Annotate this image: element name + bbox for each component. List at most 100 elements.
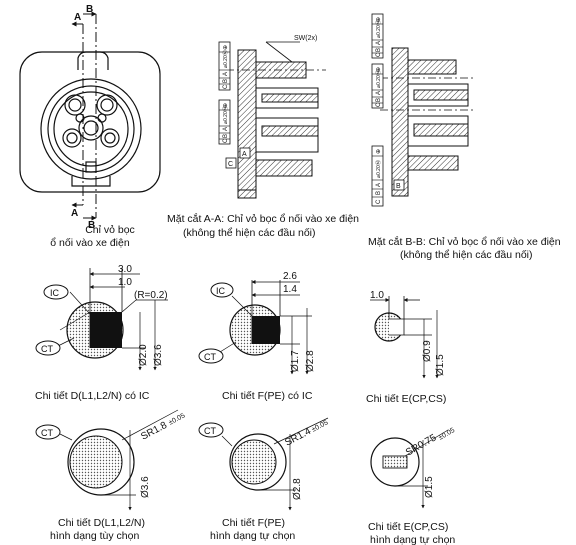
detail-e-opt-caption-line2: hình dạng tự chọn [370, 534, 455, 545]
section-bb-frame-3: ⊕ ⌀0.20Ⓜ A B C [371, 145, 384, 207]
detail-f-opt-ct-label: CT [204, 426, 216, 436]
detail-f-ic-ic-label: IC [216, 286, 226, 296]
section-bb-view [380, 47, 476, 197]
detail-e-opt-caption-line1: Chi tiết E(CP,CS) [368, 521, 448, 533]
detail-f-ic-dim-top: 2.6 [283, 271, 297, 282]
svg-text:A: A [223, 127, 229, 131]
detail-d-ic-ic-bubble [43, 284, 69, 300]
housing-ring-3 [53, 91, 129, 167]
section-bb-frame-2: ⊕ ⌀0.20Ⓜ A B C [371, 63, 384, 109]
detail-d-ic-ct-bubble [35, 340, 61, 356]
section-b-bottom-label: B [88, 220, 95, 231]
section-aa-datum-a: A [242, 151, 247, 158]
pin-socket-cs [97, 113, 107, 123]
svg-text:C: C [376, 102, 382, 107]
detail-d-opt-tolerance: ±0.05 [168, 412, 187, 426]
section-aa-datum-c: C [228, 161, 233, 168]
detail-e-opt-dia: Ø1.5 [424, 476, 435, 498]
detail-e-dia-outer: Ø1.5 [435, 354, 446, 376]
svg-text:B: B [376, 48, 382, 52]
detail-e-dim-top: 1.0 [370, 290, 384, 301]
svg-text:⌀0.20Ⓜ: ⌀0.20Ⓜ [375, 70, 382, 88]
detail-e-dia-inner: Ø0.9 [422, 340, 433, 362]
detail-f-ic-dia-inner: Ø1.7 [290, 350, 301, 372]
svg-text:⌀0.20Ⓜ: ⌀0.20Ⓜ [222, 50, 229, 68]
svg-text:⊕: ⊕ [223, 45, 229, 50]
section-aa-view [226, 41, 326, 199]
svg-text:B: B [223, 134, 229, 138]
detail-d-ic-ic-label: IC [50, 288, 60, 298]
detail-d-opt-caption-line2: hình dạng tùy chọn [50, 530, 139, 542]
key-notch [85, 161, 97, 173]
svg-text:⊕: ⊕ [376, 67, 382, 72]
detail-f-ic-ic-bubble [210, 282, 234, 298]
svg-text:⌀0.20Ⓜ: ⌀0.20Ⓜ [222, 106, 229, 124]
detail-f-opt-caption-line1: Chi tiết F(PE) [222, 517, 285, 529]
section-bb-wall [391, 47, 409, 197]
detail-d-opt-ct-bubble [35, 424, 61, 440]
front-view-section-lines [71, 11, 97, 221]
svg-text:A: A [376, 41, 382, 45]
svg-text:C: C [376, 199, 382, 204]
section-a-bottom-label: A [71, 208, 78, 219]
detail-d-ic-dim-mid: 1.0 [118, 277, 132, 288]
front-view-caption-line2: ổ nối vào xe điện [50, 237, 130, 249]
svg-text:A: A [376, 183, 382, 187]
detail-e-drawing [370, 296, 439, 379]
section-aa-wall [237, 49, 257, 199]
section-bb-datum-b-box [393, 179, 405, 191]
svg-text:A: A [376, 91, 382, 95]
front-view-latch [77, 51, 109, 70]
pin-socket-cp [75, 113, 85, 123]
detail-f-ic-dia-outer: Ø2.8 [305, 350, 316, 372]
detail-d-ic-caption: Chi tiết D(L1,L2/N) có IC [35, 390, 150, 402]
section-a-top-label: A [74, 12, 81, 23]
detail-d-opt-ct-label: CT [41, 428, 53, 438]
svg-text:B: B [376, 98, 382, 102]
detail-d-ic-dia-inner: Ø2.0 [138, 344, 149, 366]
detail-f-opt-ct-bubble [198, 422, 224, 438]
detail-d-ic-dim-top: 3.0 [118, 264, 132, 275]
section-aa-sw-callout: SW(2x) [294, 35, 317, 42]
section-b-top-label: B [86, 4, 93, 15]
section-aa-lower-wall [255, 159, 313, 177]
svg-text:B: B [223, 79, 229, 83]
pin-socket-l1 [64, 94, 86, 116]
detail-d-ic-radius: (R=0.2) [134, 290, 168, 301]
detail-f-ic-ct-bubble [198, 348, 224, 364]
detail-d-ic-ct-label: CT [41, 344, 53, 354]
section-aa-datum-c-box [225, 157, 237, 169]
detail-f-opt-caption-line2: hình dạng tự chọn [210, 530, 295, 542]
svg-text:C: C [376, 52, 382, 57]
detail-f-ic-drawing [219, 280, 312, 375]
detail-d-opt-radius: SR1.8 [139, 420, 169, 443]
detail-f-opt-tolerance: ±0.05 [311, 419, 330, 433]
detail-d-ic-drawing [57, 268, 168, 371]
pin-socket-l2 [96, 94, 118, 116]
front-view-caption-line1: Chỉ vỏ bọc [85, 224, 135, 236]
detail-f-opt-dia: Ø2.8 [292, 478, 303, 500]
svg-text:A: A [223, 72, 229, 76]
detail-f-ic-caption: Chi tiết F(PE) có IC [222, 390, 313, 402]
detail-f-opt-radius: SR1.4 [283, 426, 313, 449]
svg-text:⊕: ⊕ [376, 17, 382, 22]
section-aa-datum-a-box [239, 147, 251, 159]
detail-d-opt-caption-line1: Chi tiết D(L1,L2/N) [58, 517, 145, 529]
svg-text:⌀0.20Ⓜ: ⌀0.20Ⓜ [375, 20, 382, 38]
detail-e-opt-drawing [370, 429, 449, 509]
section-bb-datum-b: B [396, 183, 401, 190]
svg-text:⊕: ⊕ [376, 149, 382, 154]
pin-socket-pe [78, 115, 104, 141]
section-aa-frame-2: ⊕ ⌀0.20Ⓜ A B C [218, 99, 231, 145]
front-view [19, 51, 161, 193]
detail-d-ic-dia-outer: Ø3.6 [153, 344, 164, 366]
section-bb-frame-1: ⊕ ⌀0.20Ⓜ A B C [371, 13, 384, 59]
detail-e-opt-radius: SR0.75 [404, 432, 439, 458]
pin-socket-n2 [100, 128, 120, 148]
detail-f-ic-ct-label: CT [204, 352, 216, 362]
svg-text:⌀0.20Ⓜ: ⌀0.20Ⓜ [375, 160, 382, 178]
section-aa-caption-line1: Mặt cắt A-A: Chỉ vỏ bọc ổ nối vào xe điệ… [167, 212, 359, 225]
detail-f-ic-dim-mid: 1.4 [283, 284, 297, 295]
section-bb-caption-line2: (không thể hiện các đầu nối) [400, 249, 533, 261]
